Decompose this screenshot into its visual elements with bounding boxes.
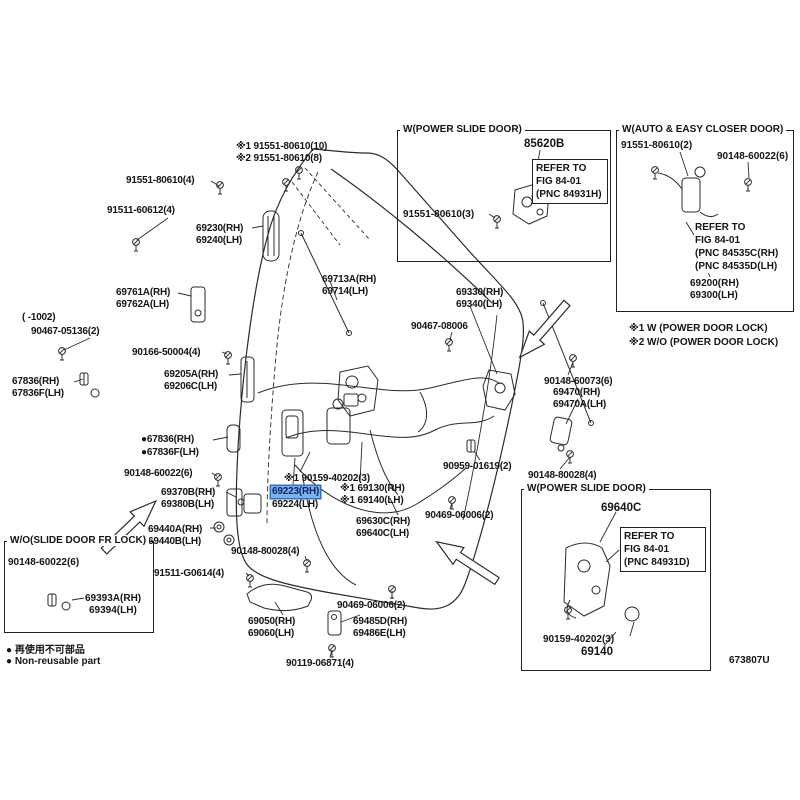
part-label: ※1 69140(LH) — [340, 495, 404, 506]
part-label: 69140 — [581, 646, 613, 658]
part-label: 69394(LH) — [89, 605, 137, 616]
callout-title: W(POWER SLIDE DOOR) — [524, 483, 649, 494]
part-label: 90148-60073(6) — [544, 376, 613, 387]
part-label: 69630C(RH) — [356, 516, 411, 527]
part-label: 69370B(RH) — [161, 487, 216, 498]
part-label: 69762A(LH) — [116, 299, 170, 310]
refer-note: REFER TO FIG 84-01 (PNC 84535C(RH) (PNC … — [695, 221, 789, 273]
part-label: ●67836F(LH) — [141, 447, 199, 458]
part-label: 69230(RH) — [196, 223, 244, 234]
part-label: 90467-05136(2) — [31, 326, 100, 337]
callout-power-slide-door-top: W(POWER SLIDE DOOR) 85620B REFER TO FIG … — [397, 124, 611, 262]
part-label: 90959-01619(2) — [443, 461, 512, 472]
part-label: 90148-60022(6) — [124, 468, 193, 479]
part-label: 91551-80610(3) — [403, 209, 475, 220]
part-label: 69200(RH) — [690, 278, 739, 289]
part-label: 90148-60022(6) — [8, 557, 80, 568]
callout-power-slide-door-bottom: W(POWER SLIDE DOOR) 69640C REFER TO FIG … — [521, 483, 711, 671]
refer-note: REFER TO FIG 84-01 (PNC 84931D) — [620, 527, 706, 572]
part-label: 85620B — [524, 138, 565, 150]
part-label: 69300(LH) — [690, 290, 738, 301]
part-label: 69060(LH) — [248, 628, 294, 639]
part-label: 69050(RH) — [248, 616, 296, 627]
part-label: 90166-50004(4) — [132, 347, 201, 358]
part-label: 90467-08006 — [411, 321, 468, 332]
part-label: 91511-60612(4) — [107, 205, 175, 216]
callout-title: W/O(SLIDE DOOR FR LOCK) — [7, 535, 150, 546]
document-number: 673807U — [729, 655, 770, 666]
lock-cables — [257, 377, 501, 586]
part-label: 90148-80028(4) — [231, 546, 300, 557]
refer-note: REFER TO FIG 84-01 (PNC 84931H) — [532, 159, 608, 204]
part-label: ※1 90159-40202(3) — [284, 473, 370, 484]
part-label: ※1 91551-80610(10) — [236, 141, 328, 152]
part-label: ●67836(RH) — [141, 434, 194, 445]
part-label: 69640C(LH) — [356, 528, 410, 539]
part-label: 90469-06006(2) — [337, 600, 406, 611]
part-label: 69330(RH) — [456, 287, 504, 298]
dashed-leaders — [291, 167, 371, 246]
part-label: 90148-80028(4) — [528, 470, 597, 481]
part-label: 90159-40202(3) — [543, 634, 615, 645]
part-label: 90119-06871(4) — [286, 658, 354, 669]
part-label: 69205A(RH) — [164, 369, 219, 380]
part-label: 69486E(LH) — [353, 628, 406, 639]
part-label: 69761A(RH) — [116, 287, 171, 298]
part-label: 69470A(LH) — [553, 399, 607, 410]
callout-title: W(POWER SLIDE DOOR) — [400, 124, 525, 135]
part-label-highlighted[interactable]: 69223(RH) — [271, 486, 321, 498]
part-label: 69240(LH) — [196, 235, 242, 246]
part-label: 69485D(RH) — [353, 616, 408, 627]
part-label: ( -1002) — [22, 312, 56, 323]
note-wo-power-door-lock: ※2 W/O (POWER DOOR LOCK) — [629, 337, 779, 348]
note-power-door-lock: ※1 W (POWER DOOR LOCK) — [629, 323, 768, 334]
part-sketches — [47, 166, 719, 636]
part-label: 69393A(RH) — [85, 593, 142, 604]
part-label: 91551-80610(4) — [126, 175, 195, 186]
part-label: 91511-G0614(4) — [154, 568, 225, 579]
part-label: 69380B(LH) — [161, 499, 215, 510]
part-label: 90469-06006(2) — [425, 510, 494, 521]
callout-title: W(AUTO & EASY CLOSER DOOR) — [619, 124, 787, 135]
part-label: 69470(RH) — [553, 387, 601, 398]
callout-auto-easy-closer: W(AUTO & EASY CLOSER DOOR) 91551-80610(2… — [616, 124, 794, 312]
legend-non-reusable-en: ● Non-reusable part — [6, 656, 101, 667]
part-label: 67836F(LH) — [12, 388, 64, 399]
part-label: 67836(RH) — [12, 376, 60, 387]
part-label: ※1 69130(RH) — [340, 483, 405, 494]
part-label: 69206C(LH) — [164, 381, 218, 392]
part-label: 69713A(RH) — [322, 274, 377, 285]
part-label: 69440A(RH) — [148, 524, 203, 535]
part-label: 69640C — [601, 502, 642, 514]
part-label: 90148-60022(6) — [717, 151, 789, 162]
part-label: 69340(LH) — [456, 299, 502, 310]
part-label: 69714(LH) — [322, 286, 368, 297]
legend-non-reusable-jp: ● 再使用不可部品 — [6, 645, 85, 656]
callout-wo-slide-door-fr-lock: W/O(SLIDE DOOR FR LOCK) 90148-60022(6) 6… — [4, 535, 154, 633]
part-label: ※2 91551-80610(8) — [236, 153, 322, 164]
part-label: 69224(LH) — [272, 499, 318, 510]
part-label: 69440B(LH) — [148, 536, 202, 547]
part-label: 91551-80610(2) — [621, 140, 693, 151]
door-outline — [235, 148, 525, 610]
